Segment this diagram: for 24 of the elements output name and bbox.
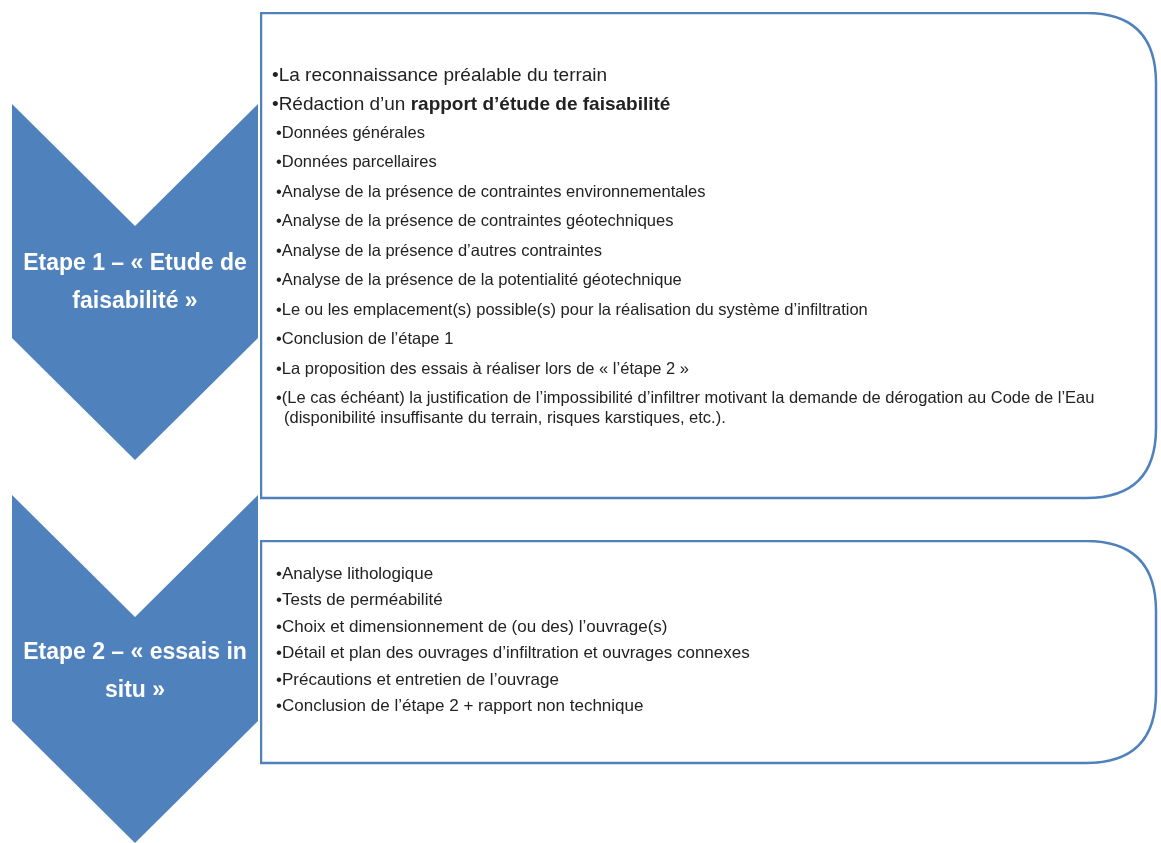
list-item: •Conclusion de l’étape 2 + rapport non technique: [276, 696, 645, 717]
list-item: •Précautions et entretien de l’ouvrage: [276, 669, 560, 691]
list-item: •La reconnaissance préalable du terrain: [272, 64, 609, 87]
list-item: •La proposition des essais à réaliser lors de « l’étape 2 »: [276, 358, 690, 379]
chevron-shape: [12, 104, 258, 460]
list-item: •Analyse lithologique: [276, 564, 435, 585]
list-item: •Rédaction d’un rapport d’étude de faisabilité: [272, 93, 672, 117]
list-item: •Analyse de la présence de contraintes géotechniques: [276, 211, 675, 232]
list-item: •Le ou les emplacement(s) possible(s) pour la réalisation du système d’infiltration: [276, 299, 869, 320]
chevron-shape: [12, 495, 258, 843]
step-title: Etape 2 – « essais in situ »: [22, 637, 248, 704]
list-item: •Conclusion de l’étape 1: [276, 329, 455, 350]
list-item: •Choix et dimensionnement de (ou des) l’ouvrage(s): [276, 616, 669, 638]
list-item: •Détail et plan des ouvrages d’infiltration et ouvrages connexes: [276, 643, 751, 664]
text-panel: [260, 12, 1158, 500]
step-title: Etape 1 – « Etude de faisabilité »: [22, 248, 248, 315]
list-item: •Analyse de la présence d’autres contraintes: [276, 240, 603, 261]
list-item: •Analyse de la présence de contraintes environnementales: [276, 181, 707, 202]
list-item: •(Le cas échéant) la justification de l’impossibilité d’infiltrer motivant la demande de dérogation au Code de l’Eau (disponibilité insuffisante du terrain, risques karstiques, etc.).: [276, 388, 1096, 428]
list-item: •Analyse de la présence de la potentialité géotechnique: [276, 270, 683, 291]
list-item: •Données générales: [276, 122, 426, 143]
text-panel: [260, 540, 1158, 765]
list-item: •Tests de perméabilité: [276, 590, 444, 611]
list-item: •Données parcellaires: [276, 152, 438, 173]
